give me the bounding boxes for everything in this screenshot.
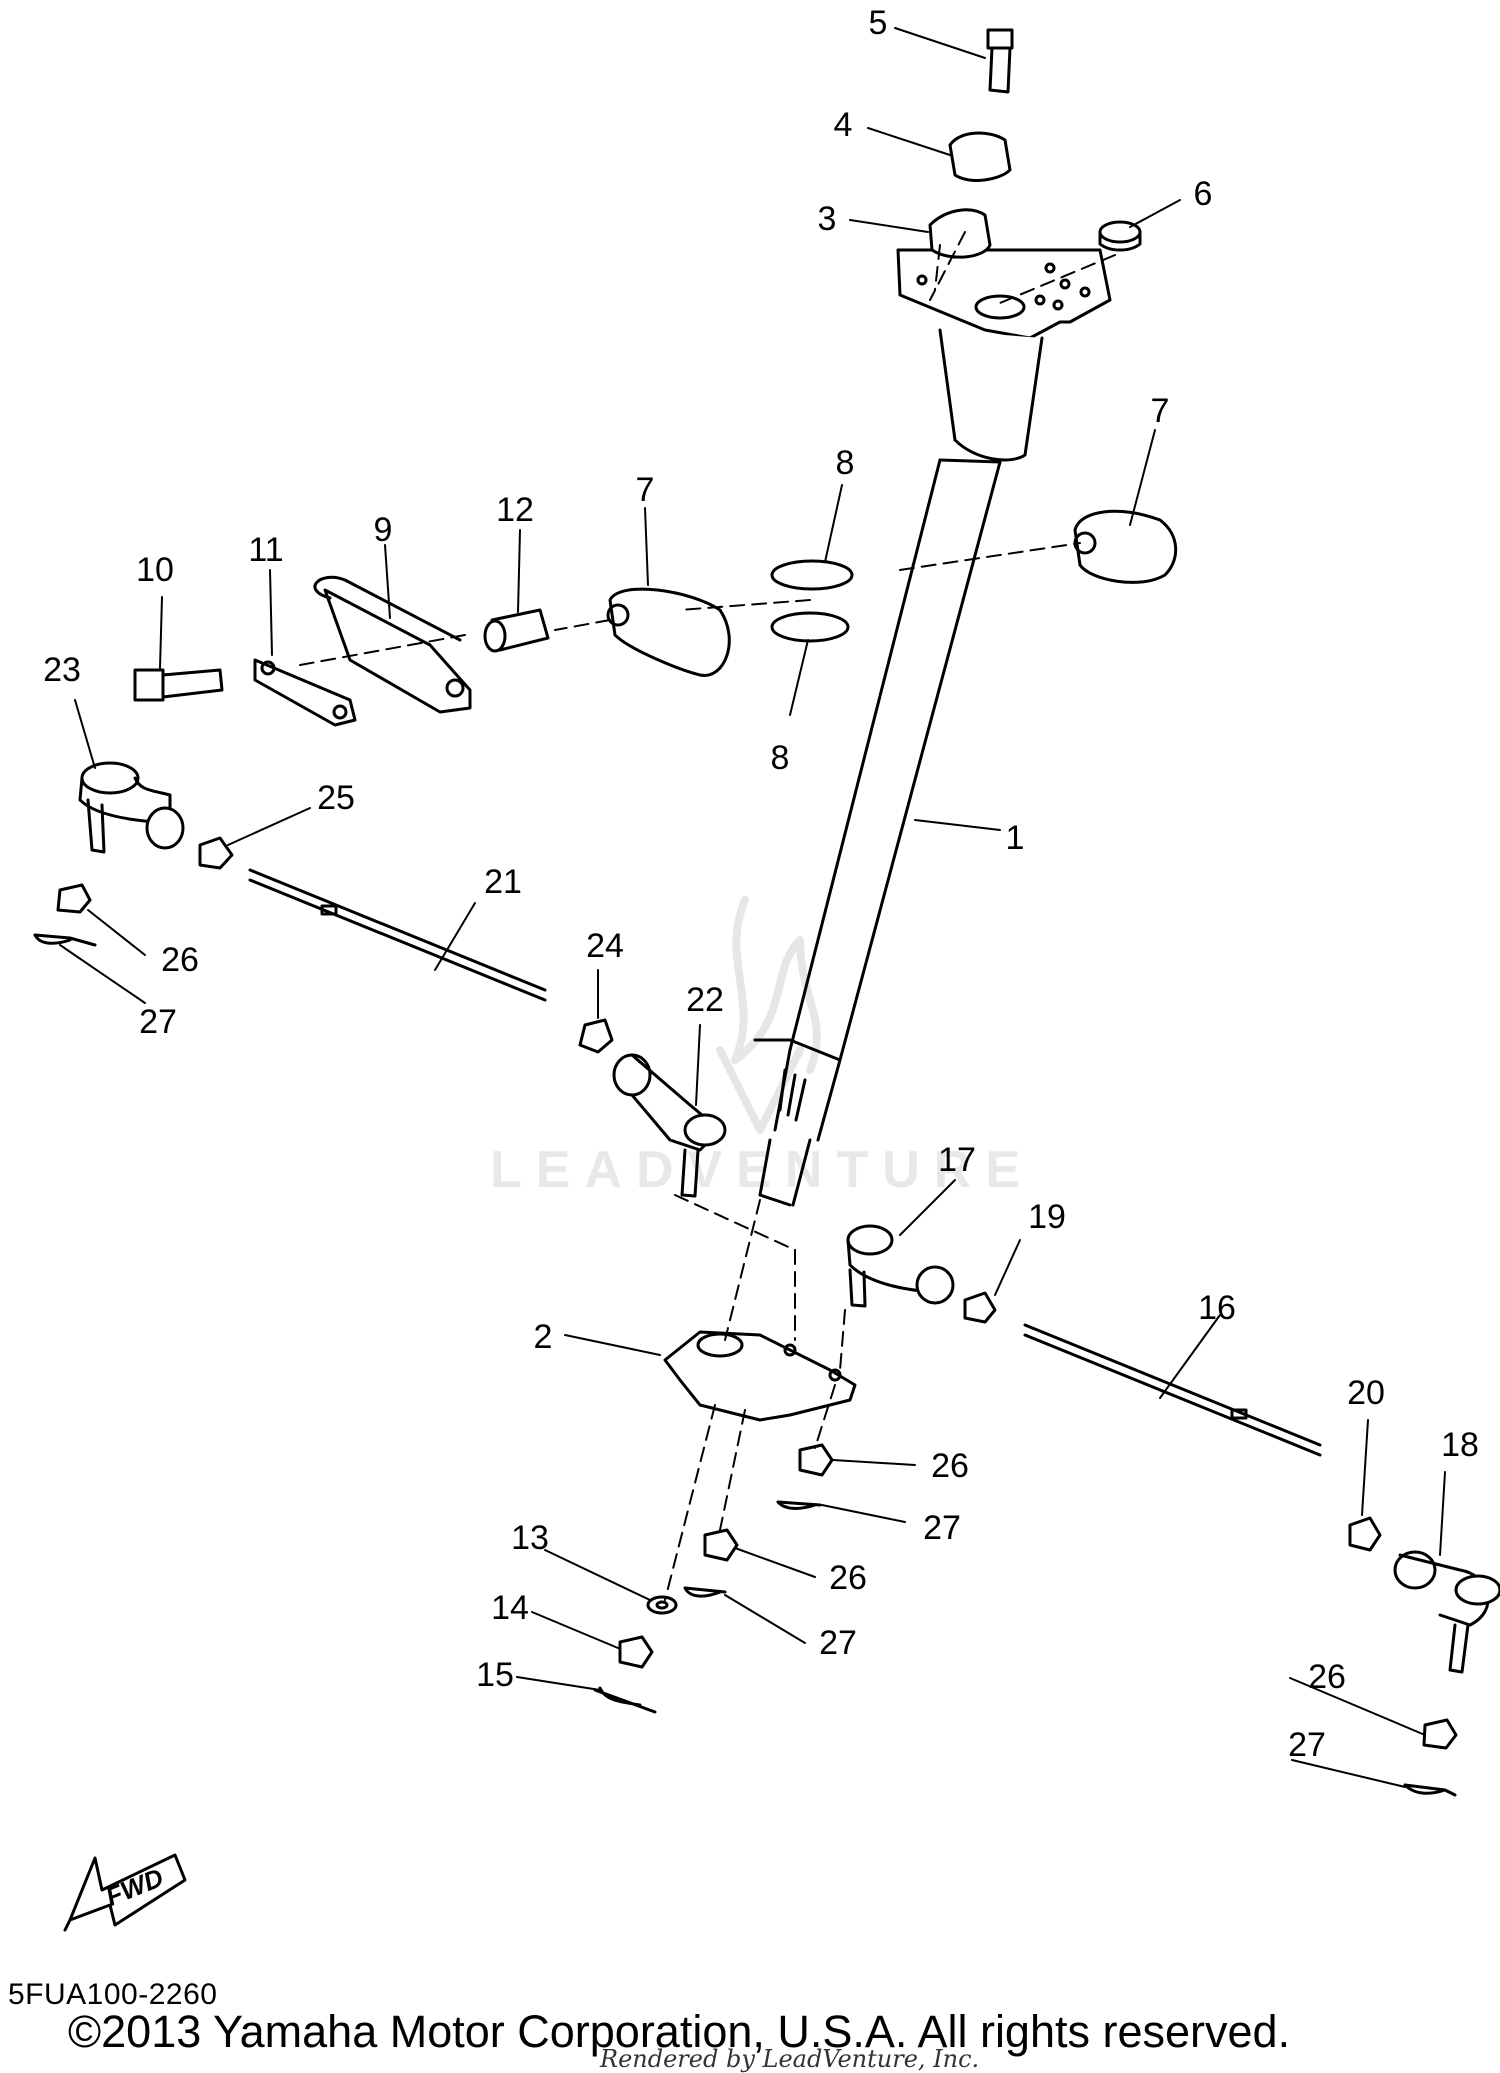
bolt-5 [986, 28, 1014, 94]
callout-14[interactable]: 14 [491, 1589, 529, 1627]
callout-6[interactable]: 6 [1193, 175, 1213, 213]
callout-13[interactable]: 13 [511, 1519, 549, 1557]
cap-6 [1098, 220, 1142, 252]
callout-18[interactable]: 18 [1441, 1426, 1479, 1464]
callout-12[interactable]: 12 [496, 491, 534, 529]
nut-26-right [1422, 1718, 1458, 1750]
clamp-upper-4 [948, 131, 1012, 182]
holder-7-left [606, 587, 731, 677]
fwd-arrow-icon [63, 1853, 187, 1932]
nut-19 [963, 1291, 997, 1324]
rendered-by-credit: Rendered by LeadVenture, Inc. [600, 2045, 980, 2073]
callout-21[interactable]: 21 [484, 863, 522, 901]
cotter-pin-27-right [1403, 1783, 1457, 1797]
lock-washer-11 [253, 658, 357, 727]
nut-26-center-upper [798, 1443, 834, 1477]
callout-25[interactable]: 25 [317, 779, 355, 817]
nut-26-left [56, 883, 92, 914]
callout-3[interactable]: 3 [817, 200, 837, 238]
callout-26[interactable]: 26 [1308, 1658, 1346, 1696]
leader-lines [59, 27, 1446, 1788]
circlip-8-upper [770, 559, 854, 591]
nut-14 [618, 1635, 654, 1669]
callout-2[interactable]: 2 [533, 1318, 553, 1356]
nut-20 [1348, 1516, 1382, 1552]
callout-27[interactable]: 27 [819, 1624, 857, 1662]
callout-17[interactable]: 17 [938, 1141, 976, 1179]
tie-rod-end-17 [846, 1224, 955, 1308]
circlip-8-lower [770, 611, 850, 643]
cotter-pin-27-center-upper [776, 1500, 822, 1510]
callout-19[interactable]: 19 [1028, 1198, 1066, 1236]
watermark-text: LEADVENTURE [490, 1141, 1035, 1199]
callout-26[interactable]: 26 [161, 941, 199, 979]
tie-rod-end-22 [612, 1053, 727, 1198]
callout-22[interactable]: 22 [686, 981, 724, 1019]
pitman-arm-2 [663, 1330, 857, 1422]
callout-4[interactable]: 4 [833, 106, 853, 144]
callout-8[interactable]: 8 [835, 444, 855, 482]
callout-1[interactable]: 1 [1005, 819, 1025, 857]
callout-27[interactable]: 27 [139, 1003, 177, 1041]
callout-26[interactable]: 26 [931, 1447, 969, 1485]
callout-20[interactable]: 20 [1347, 1374, 1385, 1412]
bracket-9 [313, 575, 472, 714]
nut-26-center-lower [703, 1528, 739, 1562]
callout-7[interactable]: 7 [1150, 392, 1170, 430]
callout-11[interactable]: 11 [248, 531, 284, 569]
callout-24[interactable]: 24 [586, 927, 624, 965]
alignment-lines [299, 231, 1116, 1601]
callout-10[interactable]: 10 [136, 551, 174, 589]
callout-23[interactable]: 23 [43, 651, 81, 689]
steering-column [753, 248, 1112, 1207]
diagram-part-code: 5FUA100-2260 [8, 1978, 218, 2011]
tie-rod-21 [248, 868, 547, 1002]
callout-27[interactable]: 27 [923, 1509, 961, 1547]
cotter-pin-27-left [33, 933, 97, 947]
callout-27[interactable]: 27 [1288, 1726, 1326, 1764]
tie-rod-end-18 [1393, 1550, 1500, 1674]
cotter-pin-15 [593, 1686, 657, 1714]
callout-9[interactable]: 9 [373, 511, 393, 549]
cotter-pin-27-center-lower [683, 1586, 727, 1598]
callout-16[interactable]: 16 [1198, 1289, 1236, 1327]
watermark-logo [716, 896, 821, 1134]
bolt-10 [133, 668, 224, 702]
tie-rod-end-23 [78, 761, 185, 854]
holder-7-right [1073, 509, 1178, 584]
callout-8[interactable]: 8 [770, 739, 790, 777]
tie-rod-16 [1023, 1323, 1322, 1457]
callout-5[interactable]: 5 [868, 4, 888, 42]
callout-26[interactable]: 26 [829, 1559, 867, 1597]
callout-7[interactable]: 7 [635, 471, 655, 509]
nut-24 [578, 1018, 614, 1054]
washer-13 [646, 1595, 678, 1615]
nut-25 [198, 836, 234, 870]
copyright-notice: ©2013 Yamaha Motor Corporation, U.S.A. A… [68, 2006, 1291, 2057]
callout-15[interactable]: 15 [476, 1656, 514, 1694]
sleeve-12 [483, 608, 550, 653]
clamp-lower-3 [928, 208, 992, 259]
